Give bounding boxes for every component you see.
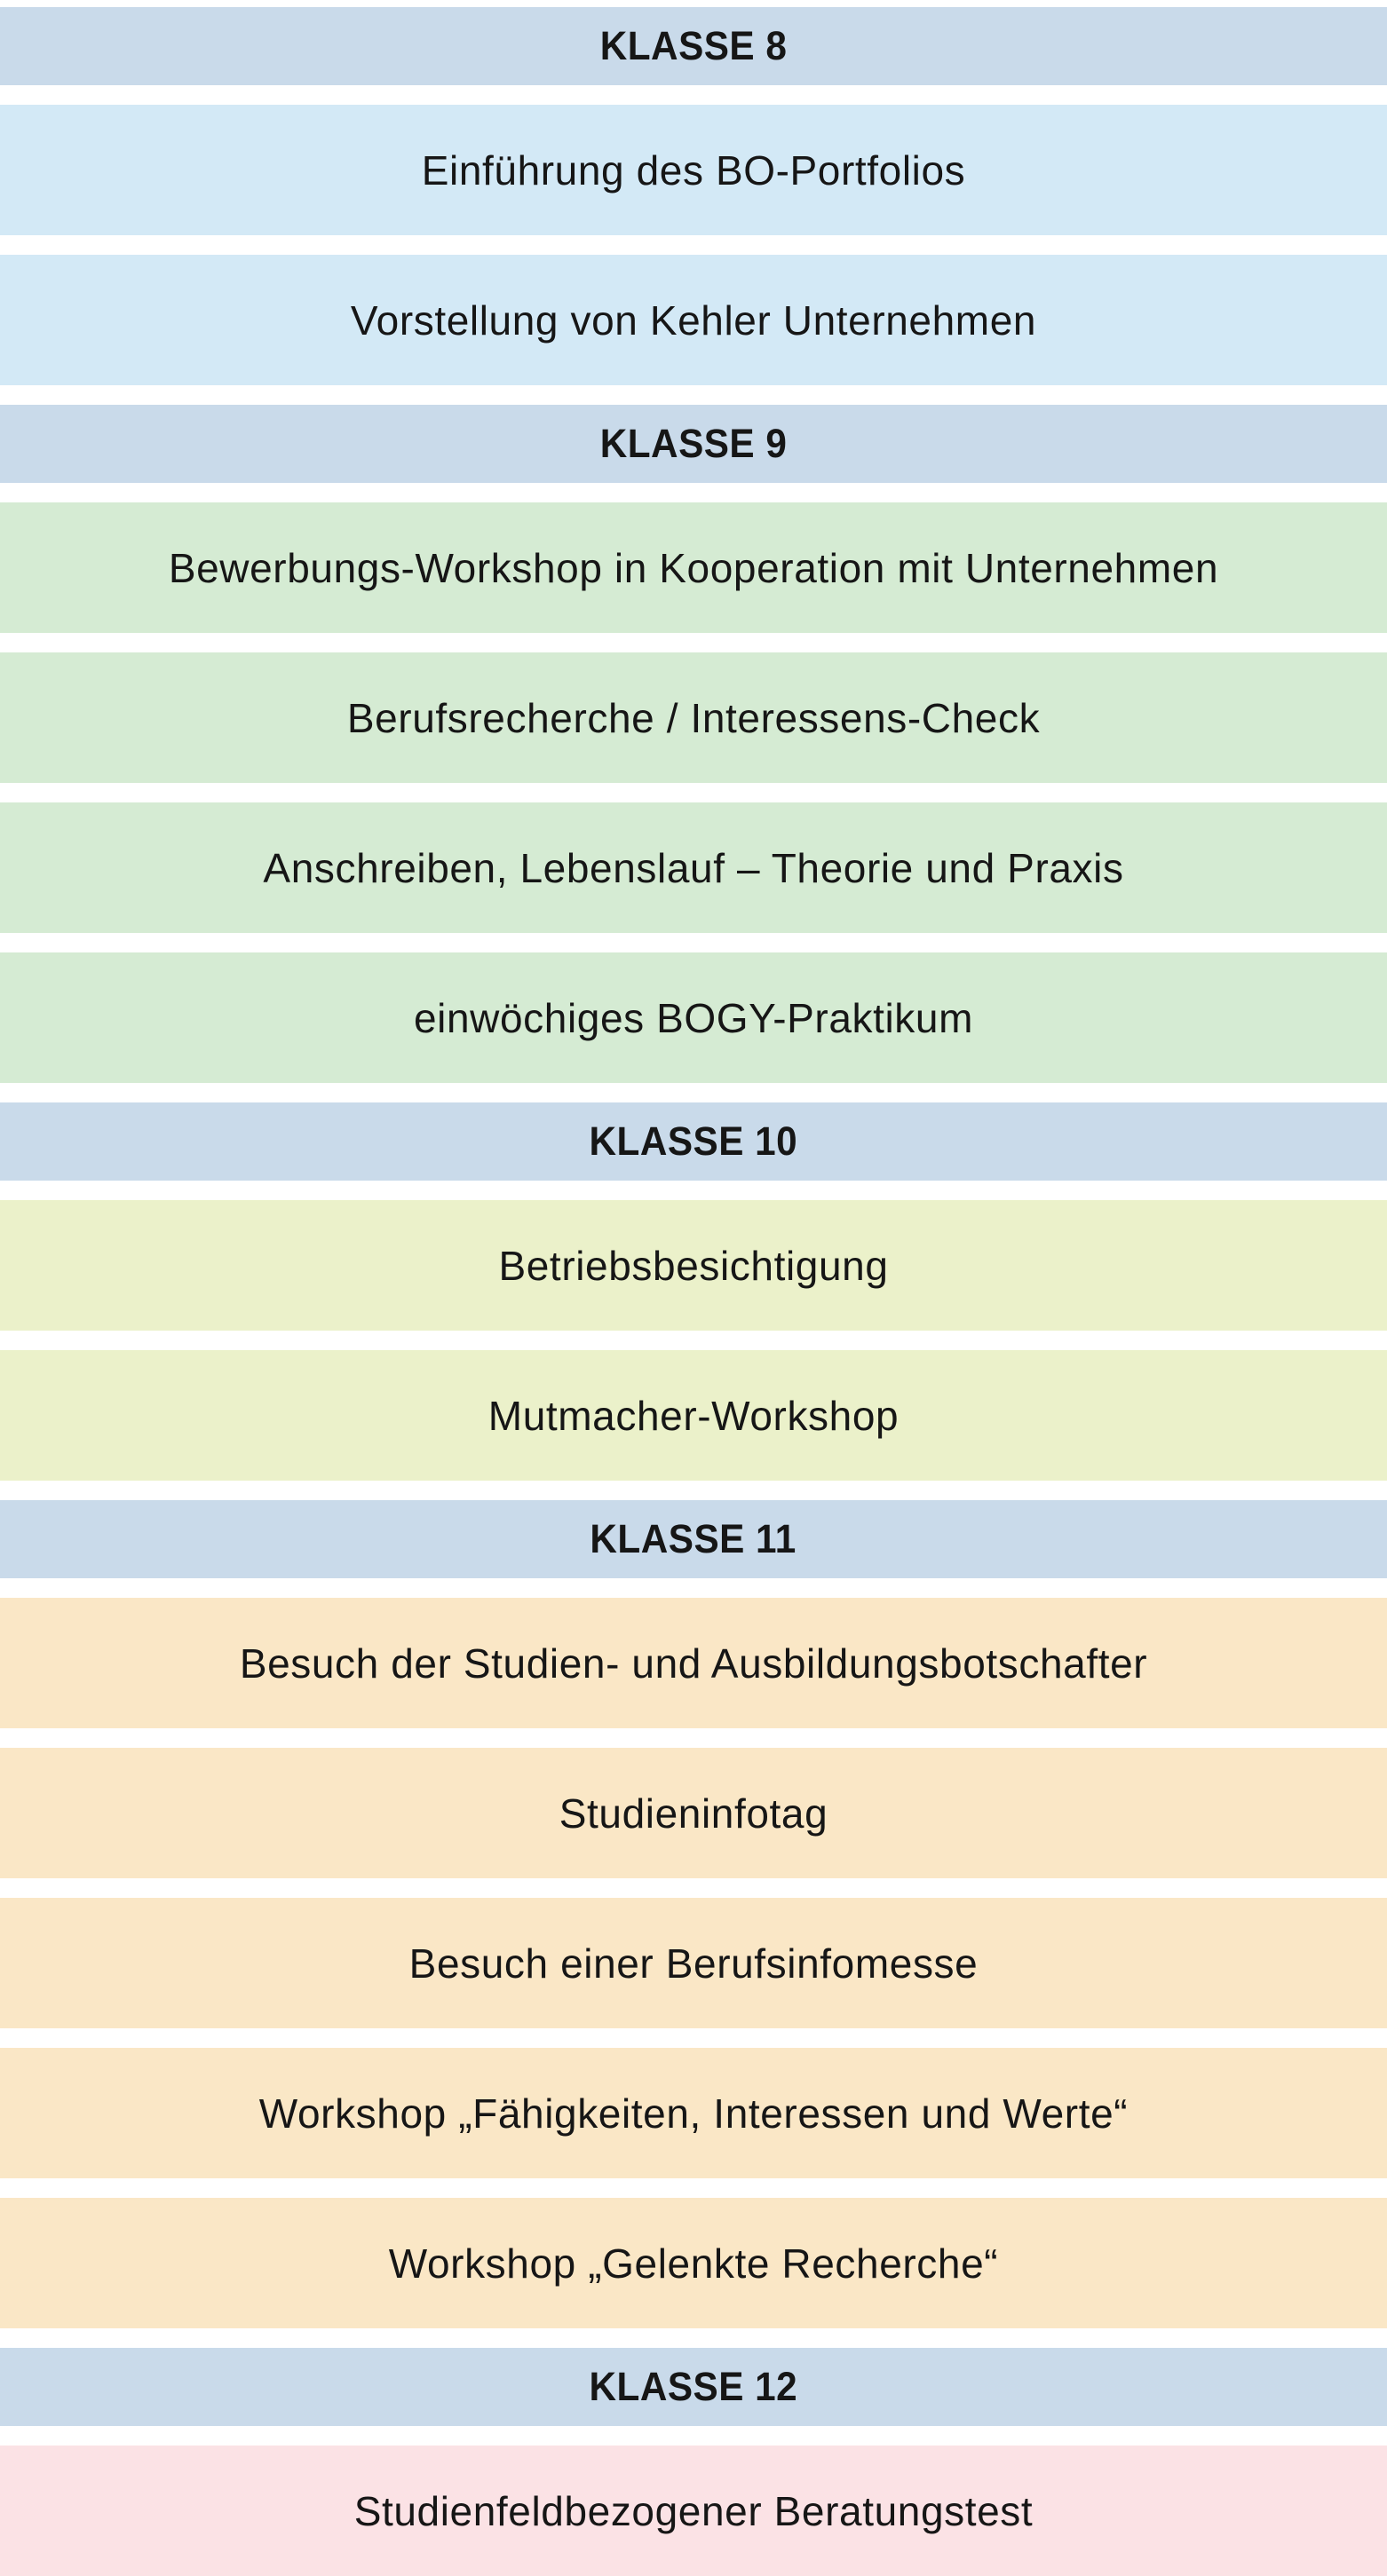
timeline-item-label: Einführung des BO-Portfolios [421,146,966,194]
timeline-item-studieninfotag: Studieninfotag [0,1748,1387,1878]
timeline-item-label: Bewerbungs-Workshop in Kooperation mit U… [168,544,1219,591]
timeline-item-mutmacher-workshop: Mutmacher-Workshop [0,1350,1387,1481]
timeline-item-label: Berufsrecherche / Interessens-Check [346,694,1041,741]
timeline-item-label: Besuch der Studien- und Ausbildungsbotsc… [239,1640,1148,1687]
klasse-header-label: KLASSE 8 [599,23,788,68]
klasse-header-klasse-9: KLASSE 9 [0,405,1387,483]
timeline-item-einfuehrung-des-bo-portfolios: Einführung des BO-Portfolios [0,105,1387,235]
timeline-item-anschreiben-lebenslauf-theorie-und-praxis: Anschreiben, Lebenslauf – Theorie und Pr… [0,802,1387,933]
timeline-item-vorstellung-von-kehler-unternehmen: Vorstellung von Kehler Unternehmen [0,255,1387,385]
timeline-item-besuch-der-studien-und-ausbildungsbotschafter: Besuch der Studien- und Ausbildungsbotsc… [0,1598,1387,1728]
timeline-item-label: Workshop „Gelenkte Recherche“ [388,2240,999,2287]
timeline-item-berufsrecherche-interessens-check: Berufsrecherche / Interessens-Check [0,652,1387,783]
timeline-item-einwoechiges-bogy-praktikum: einwöchiges BOGY-Praktikum [0,952,1387,1083]
timeline-item-label: Studienfeldbezogener Beratungstest [353,2487,1034,2534]
timeline-item-label: Studieninfotag [559,1790,828,1837]
klasse-header-klasse-10: KLASSE 10 [0,1102,1387,1181]
timeline-item-workshop-gelenkte-recherche: Workshop „Gelenkte Recherche“ [0,2198,1387,2328]
timeline-item-besuch-einer-berufsinfomesse: Besuch einer Berufsinfomesse [0,1898,1387,2028]
timeline-item-label: Mutmacher-Workshop [487,1392,900,1439]
timeline-item-workshop-faehigkeiten-interessen-und-werte: Workshop „Fähigkeiten, Interessen und We… [0,2048,1387,2178]
timeline-item-label: Betriebsbesichtigung [498,1242,889,1289]
klasse-header-label: KLASSE 9 [599,421,788,466]
klasse-header-label: KLASSE 11 [590,1516,797,1561]
timeline-item-label: Workshop „Fähigkeiten, Interessen und We… [258,2090,1129,2137]
timeline-item-studienfeldbezogener-beratungstest: Studienfeldbezogener Beratungstest [0,2446,1387,2576]
klasse-header-label: KLASSE 10 [589,1118,798,1164]
timeline-item-label: Anschreiben, Lebenslauf – Theorie und Pr… [263,844,1124,891]
timeline-item-label: einwöchiges BOGY-Praktikum [413,994,974,1041]
klasse-header-klasse-8: KLASSE 8 [0,7,1387,85]
timeline-item-label: Besuch einer Berufsinfomesse [408,1940,979,1987]
timeline-item-label: Vorstellung von Kehler Unternehmen [350,296,1037,344]
klasse-header-label: KLASSE 12 [589,2364,798,2409]
timeline-item-bewerbungs-workshop-in-kooperation-mit-unternehmen: Bewerbungs-Workshop in Kooperation mit U… [0,502,1387,633]
timeline-item-betriebsbesichtigung: Betriebsbesichtigung [0,1200,1387,1331]
klasse-header-klasse-11: KLASSE 11 [0,1500,1387,1578]
klasse-header-klasse-12: KLASSE 12 [0,2348,1387,2426]
